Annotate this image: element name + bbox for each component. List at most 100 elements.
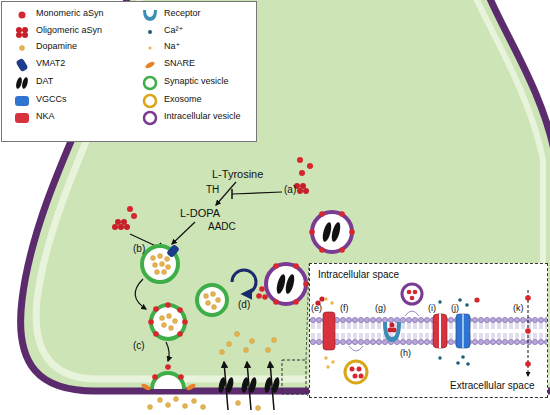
snare-protein: [141, 383, 152, 392]
dopamine: [148, 405, 153, 410]
calcium-ion: [466, 362, 470, 366]
transport-arrow: [135, 279, 146, 309]
dopamine: [155, 270, 160, 275]
asyn-oligomer: [297, 188, 303, 194]
dopamine: [160, 316, 165, 321]
legend-symbol: [15, 77, 23, 90]
calcium-ion: [465, 303, 469, 307]
asyn-monomer: [309, 229, 315, 235]
calcium-ion: [438, 300, 441, 303]
inset-box: Intracellular spaceExtracellular space: [309, 263, 548, 398]
calcium-ion: [458, 298, 462, 302]
sodium-ion: [324, 356, 327, 359]
asyn-monomer: [410, 296, 415, 301]
asyn-monomer: [407, 290, 412, 295]
membrane-invagination: [405, 311, 419, 316]
membrane-bud: [349, 346, 363, 351]
asyn-monomer: [357, 367, 362, 372]
fusing-vesicle: [152, 373, 184, 389]
dopamine: [235, 332, 240, 337]
snare-protein: [186, 383, 197, 392]
asyn-monomer: [259, 286, 265, 292]
asyn-monomer: [525, 295, 531, 301]
asyn-oligomer: [319, 296, 324, 301]
synthesis-arrow: [172, 222, 195, 244]
asyn-monomer: [273, 263, 279, 269]
dopamine: [206, 301, 211, 306]
asyn-oligomer: [112, 224, 118, 230]
dopamine: [162, 323, 167, 328]
asyn-monomer: [319, 211, 325, 217]
dopamine: [244, 348, 249, 353]
callout-number: (i): [428, 304, 436, 314]
callout-number: (h): [400, 349, 411, 359]
intracellular-vesicle: [312, 212, 352, 252]
asyn-oligomer: [300, 183, 306, 189]
legend-text: NKA: [36, 112, 55, 122]
callout-number: (k): [513, 304, 524, 314]
asyn-oligomer: [115, 219, 121, 225]
vmat2-transporter: [166, 244, 180, 258]
region-label: Intracellular space: [318, 269, 399, 280]
asyn-monomer: [165, 302, 171, 308]
legend-text: Exosome: [164, 95, 202, 105]
dat-transporter: [284, 273, 296, 294]
asyn-oligomer: [392, 328, 397, 333]
vgcc-channel: [456, 314, 470, 348]
asyn-oligomer: [303, 188, 309, 194]
legend-text: DAT: [36, 77, 53, 87]
asyn-monomer: [474, 297, 479, 302]
dopamine: [169, 326, 174, 331]
dopamine: [167, 314, 172, 319]
legend-symbol: [148, 46, 151, 49]
asyn-monomer: [525, 361, 531, 367]
reuptake-arrow: [224, 362, 228, 410]
dopamine: [174, 397, 179, 402]
asyn-oligomer: [124, 224, 130, 230]
legend-symbol: [144, 77, 156, 89]
asyn-monomer: [127, 206, 133, 212]
intracellular-vesicle: [266, 264, 306, 304]
asyn-monomer: [307, 163, 313, 169]
asyn-monomer: [525, 328, 531, 334]
legend-symbol: [16, 27, 28, 38]
dopamine: [158, 254, 163, 259]
asyn-monomer: [339, 211, 345, 217]
enzyme-label: AADC: [208, 221, 236, 232]
dopamine: [272, 338, 277, 343]
calcium-ion: [438, 356, 441, 359]
dat-group: [217, 362, 280, 410]
legend-symbol: [15, 96, 29, 106]
legend-text: VMAT2: [36, 59, 65, 69]
zoom-box: [282, 360, 306, 394]
asyn-monomer: [293, 263, 299, 269]
dopamine-group: [151, 254, 171, 275]
legend-text: SNARE: [164, 59, 195, 69]
metabolite-label: L-Tyrosine: [212, 168, 263, 180]
callout-number: (d): [238, 299, 250, 310]
receptor: [383, 322, 401, 342]
pore-channel: [439, 314, 441, 348]
asyn-monomer: [152, 374, 158, 380]
legend-text: Oligomeric aSyn: [36, 26, 102, 36]
asyn-monomer: [153, 306, 159, 312]
intracellular-vesicle: [402, 284, 422, 304]
asyn-oligomer: [121, 219, 127, 225]
asyn-monomer: [303, 281, 309, 287]
legend-text: Ca²⁺: [164, 26, 183, 36]
asyn-monomer: [177, 307, 183, 313]
asyn-monomer: [177, 331, 183, 337]
dopamine: [183, 404, 188, 409]
legend-symbol: [144, 112, 156, 124]
legend-symbol-part: [16, 32, 22, 38]
asyn-monomer: [131, 213, 137, 219]
asyn-monomer: [359, 374, 364, 379]
dopamine: [220, 350, 225, 355]
dopamine: [153, 263, 158, 268]
inset-background: [309, 263, 548, 398]
dat-transporter: [275, 273, 287, 294]
asyn-monomer: [273, 299, 279, 305]
legend-symbol: [16, 58, 29, 72]
